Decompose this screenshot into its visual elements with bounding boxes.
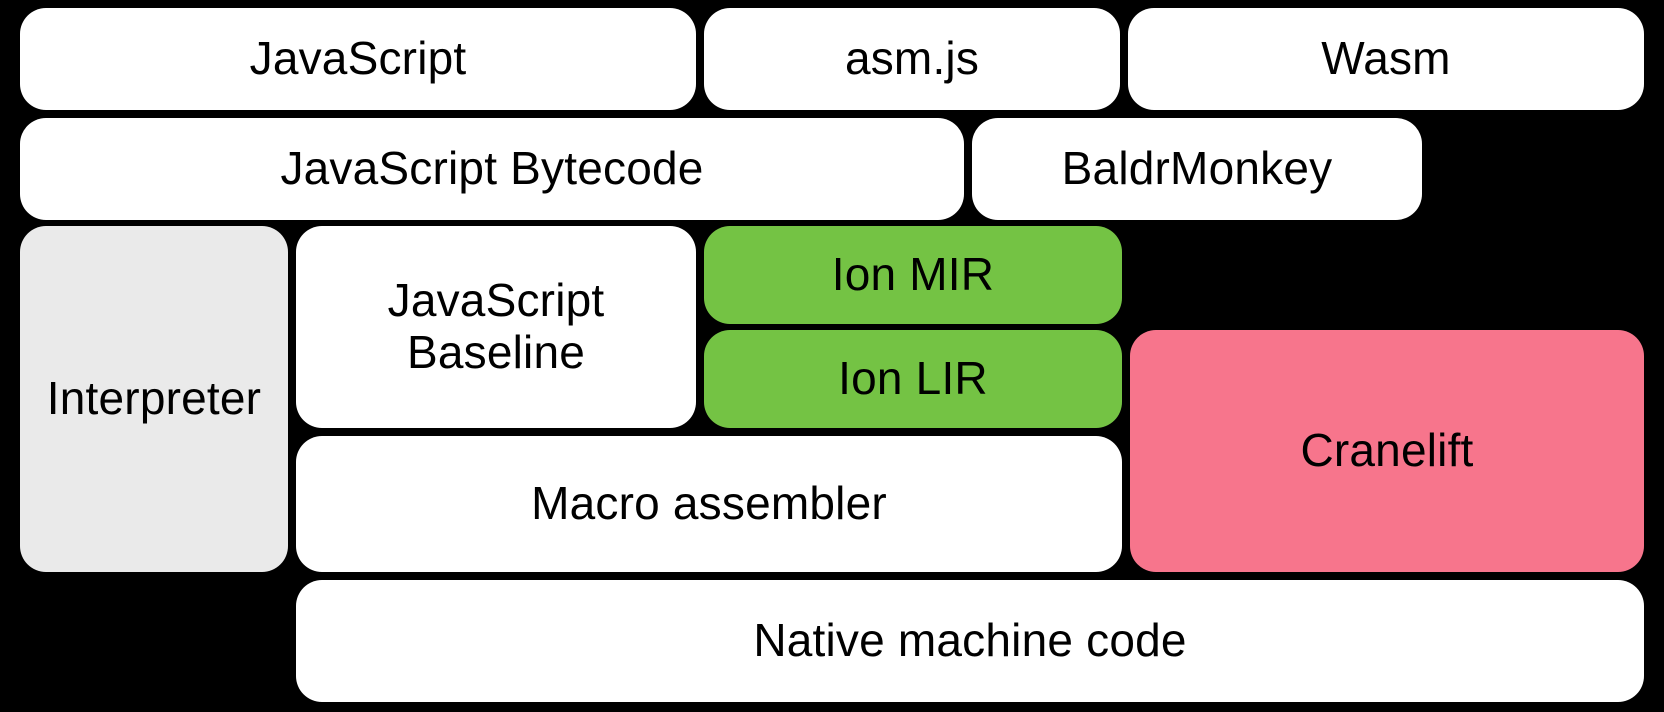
node-javascript-bytecode[interactable]: JavaScript Bytecode <box>20 118 964 220</box>
node-wasm-label: Wasm <box>1321 32 1451 85</box>
node-interpreter[interactable]: Interpreter <box>20 226 288 572</box>
node-javascript-label: JavaScript <box>249 32 467 85</box>
node-asm-js[interactable]: asm.js <box>704 8 1120 110</box>
node-macro-assembler-label: Macro assembler <box>531 477 887 530</box>
node-native-machine-code[interactable]: Native machine code <box>296 580 1644 702</box>
node-javascript-bytecode-label: JavaScript Bytecode <box>280 142 704 195</box>
node-asm-js-label: asm.js <box>844 32 980 85</box>
node-interpreter-label: Interpreter <box>46 372 262 425</box>
node-ion-mir[interactable]: Ion MIR <box>704 226 1122 324</box>
node-baldrmonkey[interactable]: BaldrMonkey <box>972 118 1422 220</box>
node-ion-lir[interactable]: Ion LIR <box>704 330 1122 428</box>
node-baldrmonkey-label: BaldrMonkey <box>1061 142 1333 195</box>
node-wasm[interactable]: Wasm <box>1128 8 1644 110</box>
node-javascript-baseline[interactable]: JavaScript Baseline <box>296 226 696 428</box>
node-ion-mir-label: Ion MIR <box>831 248 995 301</box>
node-cranelift-label: Cranelift <box>1300 424 1474 477</box>
node-javascript-baseline-label: JavaScript Baseline <box>387 274 605 378</box>
node-javascript[interactable]: JavaScript <box>20 8 696 110</box>
node-cranelift[interactable]: Cranelift <box>1130 330 1644 572</box>
node-macro-assembler[interactable]: Macro assembler <box>296 436 1122 572</box>
node-native-machine-code-label: Native machine code <box>753 614 1187 667</box>
node-ion-lir-label: Ion LIR <box>838 352 988 405</box>
